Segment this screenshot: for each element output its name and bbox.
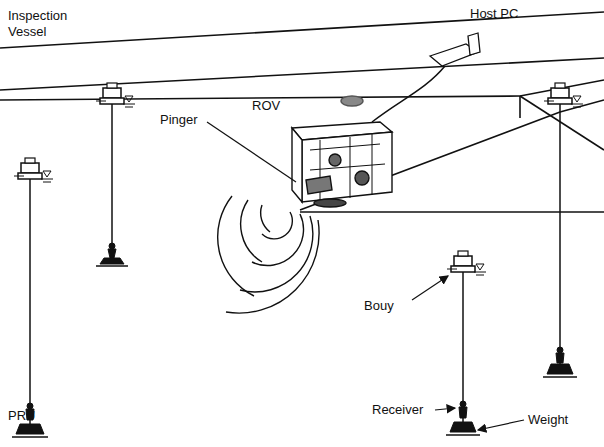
part-label: Receiver	[372, 402, 423, 418]
part-label: Weight	[528, 412, 568, 428]
part-label: Pinger	[160, 112, 198, 128]
part-label: Bouy	[364, 298, 394, 314]
pru-station	[96, 83, 135, 266]
vehicle-label: ROV	[252, 98, 280, 114]
pru-station	[446, 251, 486, 435]
vessel-label: Inspection Vessel	[8, 8, 88, 39]
leader-line	[207, 122, 524, 430]
pru-station	[12, 158, 53, 437]
acoustic-waves	[218, 196, 319, 313]
tether-cable	[372, 66, 445, 122]
pru-station	[543, 83, 583, 377]
unit-label: PRU	[8, 408, 35, 424]
rov-vehicle	[292, 96, 392, 207]
device-label: Host PC	[470, 6, 518, 22]
vessel-hull	[0, 12, 604, 212]
